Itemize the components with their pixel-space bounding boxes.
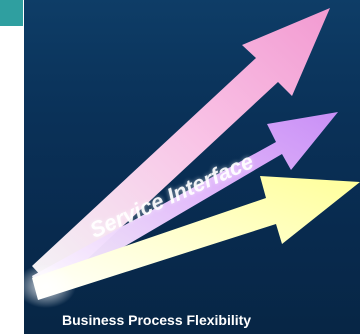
origin-glow <box>24 264 76 308</box>
yellow-arrow <box>32 176 360 300</box>
pink-arrow <box>32 8 330 290</box>
accent-tab <box>0 0 23 26</box>
x-axis-label: Business Process Flexibility <box>62 312 252 328</box>
purple-arrow <box>32 112 338 296</box>
diagram-arrows <box>24 8 360 308</box>
y-axis-label: Business Value <box>8 102 24 206</box>
